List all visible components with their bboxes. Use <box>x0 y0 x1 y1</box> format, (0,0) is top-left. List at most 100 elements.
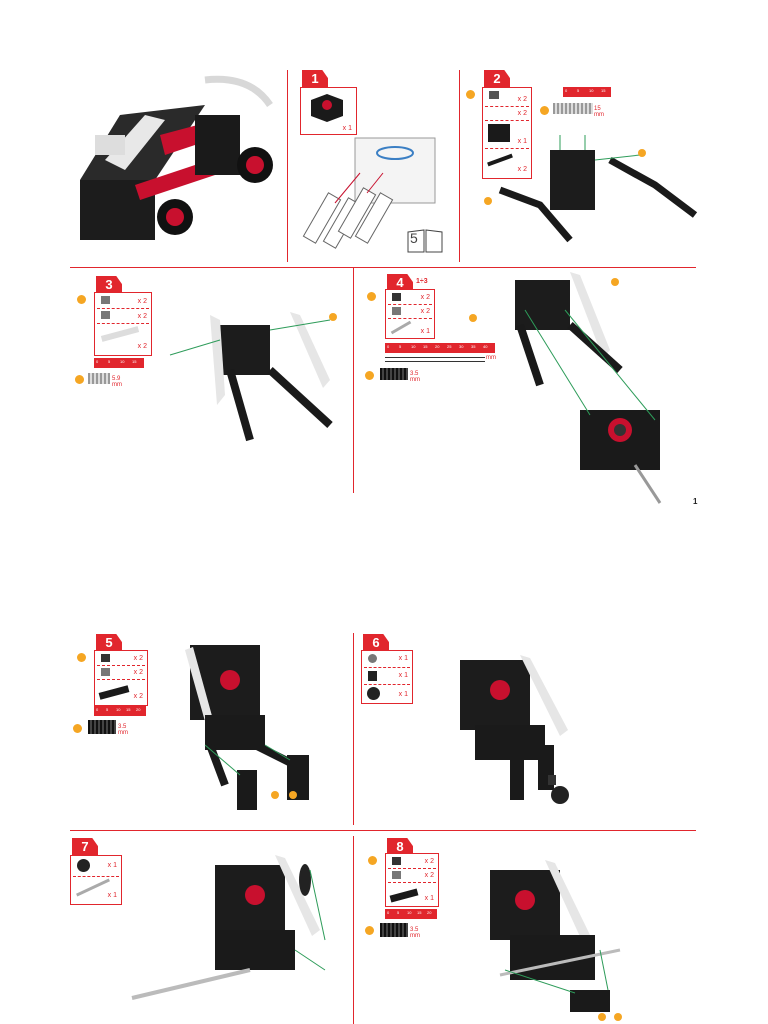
ruler-tick: 0 <box>96 359 98 364</box>
part-quantity: x 1 <box>399 691 408 698</box>
screw-marker-icon <box>77 653 86 662</box>
ruler-tick: 10 <box>120 359 124 364</box>
parts-list-box: x 1 x 1 x 1 <box>361 650 413 704</box>
step-2-assembly-diagram <box>480 125 700 250</box>
length-ruler: 0 5 10 15 <box>94 358 144 368</box>
step-number-badge: 2 <box>484 70 510 88</box>
ruler-tick: 0 <box>387 910 389 915</box>
divider <box>73 876 119 877</box>
ruler-tick: 10 <box>411 344 415 349</box>
bushing-part-icon <box>368 654 377 663</box>
ruler-tick: 5 <box>108 359 110 364</box>
step-7-assembly-diagram <box>130 850 345 1005</box>
part-quantity: x 1 <box>399 655 408 662</box>
part-quantity: x 1 <box>399 672 408 679</box>
ruler-tick: 30 <box>459 344 463 349</box>
step-number-badge: 1 <box>302 70 328 88</box>
part-quantity: x 1 <box>421 328 430 335</box>
ruler-tick: 5 <box>397 910 399 915</box>
divider <box>97 665 145 666</box>
previous-steps-reference: 1÷3 <box>416 278 428 285</box>
screw-size-label: 5.9 mm <box>112 376 122 388</box>
battery-box-part-icon <box>309 92 345 122</box>
ruler-tick: 15 <box>417 910 421 915</box>
ruler-tick: 0 <box>96 707 98 712</box>
ruler-tick: 15 <box>126 707 130 712</box>
screw-part-icon <box>392 857 401 865</box>
length-ruler: 0 5 10 15 20 <box>94 706 146 716</box>
step-4-assembly-diagram <box>465 270 690 505</box>
screw-actual-size-icon <box>88 373 110 384</box>
ruler-tick: 5 <box>106 707 108 712</box>
ruler-tick: 10 <box>116 707 120 712</box>
step-3-assembly-diagram <box>155 300 345 450</box>
screw-marker-icon <box>368 856 377 865</box>
divider <box>388 304 432 305</box>
screw-size-label: 3.5 mm <box>118 724 128 736</box>
screw-marker-icon <box>540 106 549 115</box>
gear-part-icon <box>367 687 380 700</box>
beam-part-icon <box>390 888 419 902</box>
part-quantity: x 2 <box>425 872 434 879</box>
divider <box>388 868 436 869</box>
ruler-tick: 15 <box>601 88 605 93</box>
finished-car-illustration <box>75 75 285 245</box>
part-quantity: x 1 <box>343 125 352 132</box>
screw-size-label: 15 mm <box>594 106 604 118</box>
screw-part-icon <box>392 293 401 301</box>
screw-actual-size-icon <box>380 923 408 937</box>
parts-list-box: x 2 x 2 x 2 <box>94 292 152 356</box>
parts-list-box: x 1 <box>300 87 357 135</box>
divider-v-top-2 <box>459 70 460 262</box>
part-quantity: x 1 <box>108 862 117 869</box>
screw-part-icon <box>101 654 110 662</box>
screw-actual-size-icon <box>88 720 116 734</box>
divider <box>388 882 436 883</box>
ruler-tick: 15 <box>132 359 136 364</box>
ruler-tick: 15 <box>423 344 427 349</box>
screw-actual-size-icon <box>553 103 593 114</box>
part-quantity: x 2 <box>134 669 143 676</box>
divider-h-bottom <box>70 830 696 831</box>
page-number: 1 <box>693 497 697 506</box>
axle-part-icon <box>76 879 110 897</box>
part-quantity: x 2 <box>425 858 434 865</box>
nut-part-icon <box>101 668 110 676</box>
part-quantity: x 2 <box>421 294 430 301</box>
gear-part-icon <box>77 859 90 872</box>
screw-actual-size-icon <box>380 368 408 380</box>
screw-marker-icon <box>75 375 84 384</box>
screw-part-icon <box>489 91 499 99</box>
divider <box>485 106 529 107</box>
nut-part-icon <box>101 311 110 319</box>
parts-list-box: x 2 x 2 x 1 <box>385 289 435 339</box>
divider-v-bottom-1 <box>353 633 354 825</box>
beam-part-icon <box>99 685 130 700</box>
ruler-tick: 5 <box>577 88 579 93</box>
metal-strip-part-icon <box>101 326 139 342</box>
ruler-tick: 20 <box>136 707 140 712</box>
screw-marker-icon <box>365 371 374 380</box>
part-quantity: x 2 <box>138 298 147 305</box>
axle-part-icon <box>391 321 412 335</box>
parts-list-box: x 2 x 2 x 1 <box>385 853 439 907</box>
step-5-assembly-diagram <box>175 635 335 810</box>
part-quantity: x 2 <box>518 110 527 117</box>
ruler-tick: 10 <box>407 910 411 915</box>
divider <box>364 667 410 668</box>
screw-marker-icon <box>77 295 86 304</box>
divider <box>485 120 529 121</box>
ruler-tick: 5 <box>399 344 401 349</box>
part-quantity: x 1 <box>108 892 117 899</box>
length-ruler: 0 5 10 15 <box>563 87 611 97</box>
divider <box>97 679 145 680</box>
part-quantity: x 2 <box>138 343 147 350</box>
screw-part-icon <box>101 296 110 304</box>
divider <box>97 308 149 309</box>
nut-part-icon <box>392 307 401 315</box>
ruler-tick: 10 <box>589 88 593 93</box>
part-quantity: x 1 <box>425 895 434 902</box>
step-6-assembly-diagram <box>450 650 580 815</box>
step-number-badge: 7 <box>72 838 98 856</box>
divider-h-top <box>70 267 696 268</box>
